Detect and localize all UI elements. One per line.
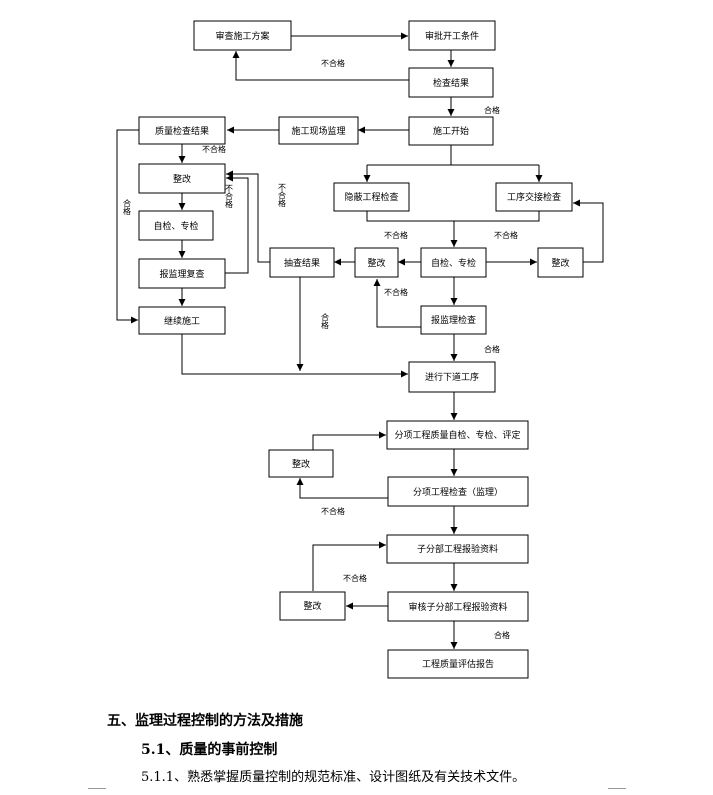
box-report-review-label: 报监理复查	[159, 268, 204, 280]
arrow-subcheck-fail-to-rectify	[296, 478, 388, 499]
label-fail-concealed: 不合格	[384, 230, 408, 240]
label-fail-handover: 不合格	[494, 230, 518, 240]
arrow-rectify-right-to-handover	[573, 199, 604, 263]
label-pass-final: 合格	[494, 630, 510, 640]
box-sub-item-check-label: 分项工程检查（监理）	[413, 486, 503, 498]
box-check-result-top: 检查结果	[408, 67, 494, 98]
label-pass-spot: 合格	[321, 312, 330, 330]
box-quality-check-result-label: 质量检查结果	[155, 125, 209, 137]
label-fail-spot-v: 不合格	[278, 183, 287, 208]
box-report-review: 报监理复查	[138, 258, 226, 289]
label-pass-start: 合格	[484, 105, 500, 115]
box-review-sub-division-report: 审核子分部工程报验资料	[387, 591, 529, 622]
box-handover-check: 工序交接检查	[495, 182, 573, 212]
label-fail-top: 不合格	[321, 58, 345, 68]
box-sub-item-quality-eval-label: 分项工程质量自检、专检、评定	[394, 429, 520, 441]
arrow-check-fail-to-plan	[232, 51, 409, 81]
box-quality-assessment-report: 工程质量评估报告	[387, 649, 529, 679]
arrow-report-fail-to-rectify	[225, 174, 249, 274]
box-rectify-right-label: 整改	[551, 257, 569, 269]
box-report-supervision-check: 报监理检查	[420, 305, 487, 335]
box-site-supervision: 施工现场监理	[278, 116, 359, 145]
box-review-plan: 审查施工方案	[193, 20, 292, 51]
box-check-result-top-label: 检查结果	[433, 77, 469, 89]
box-site-supervision-label: 施工现场监理	[291, 125, 345, 137]
label-fail-sub-item: 不合格	[321, 506, 345, 516]
box-concealed-check-label: 隐蔽工程检查	[344, 191, 398, 203]
box-sub-item-quality-eval: 分项工程质量自检、专检、评定	[386, 420, 529, 450]
box-rectify-bottom-label: 整改	[303, 600, 321, 612]
box-continue-construction: 继续施工	[138, 306, 226, 335]
arrow-rectify-sub-to-subquality	[312, 431, 386, 450]
arrow-quality-pass-to-continue	[116, 129, 139, 324]
box-approve-start-label: 审批开工条件	[425, 30, 479, 42]
line-merge-bottom	[366, 211, 540, 222]
box-rectify-sub-item-label: 整改	[292, 458, 310, 470]
box-handover-check-label: 工序交接检查	[507, 191, 561, 203]
line-start-split	[367, 145, 539, 166]
box-sub-item-check: 分项工程检查（监理）	[387, 476, 529, 507]
box-report-supervision-check-label: 报监理检查	[431, 314, 476, 326]
box-self-check-left-label: 自检、专检	[153, 220, 198, 232]
box-spot-check-result: 抽查结果	[269, 247, 335, 278]
label-fail-quality: 不合格	[202, 144, 226, 154]
box-sub-division-report: 子分部工程报验资料	[386, 534, 529, 564]
box-sub-division-report-label: 子分部工程报验资料	[417, 543, 498, 555]
box-review-plan-label: 审查施工方案	[215, 30, 269, 42]
flow-connectors	[116, 32, 604, 649]
box-rectify-left-label: 整改	[173, 173, 191, 185]
quality-control-flowchart: 审查施工方案 审批开工条件 检查结果 施工现场监理 施工开始 质量检查结果 整改	[116, 20, 604, 679]
arrow-spot-fail-to-rectify-left	[226, 170, 270, 263]
box-rectify-mid: 整改	[354, 247, 399, 278]
label-pass-left-v: 合格	[123, 198, 132, 216]
flow-boxes: 审查施工方案 审批开工条件 检查结果 施工现场监理 施工开始 质量检查结果 整改	[138, 20, 584, 679]
box-rectify-left: 整改	[138, 163, 226, 194]
label-pass-report: 合格	[484, 344, 500, 354]
arrow-report-fail-to-rectify-mid	[373, 279, 421, 328]
box-self-check-mid: 自检、专检	[420, 247, 487, 278]
section-heading-5: 五、监理过程控制的方法及措施	[107, 713, 303, 729]
box-quality-assessment-report-label: 工程质量评估报告	[422, 658, 494, 670]
box-next-process-label: 进行下道工序	[425, 371, 479, 383]
box-self-check-mid-label: 自检、专检	[431, 257, 476, 269]
page-corner-mark-right	[608, 788, 626, 795]
box-rectify-bottom: 整改	[279, 591, 346, 621]
section-heading-5-1: 5.1、质量的事前控制	[141, 742, 278, 758]
box-construction-start-label: 施工开始	[433, 125, 469, 137]
box-quality-check-result: 质量检查结果	[138, 116, 226, 145]
box-review-sub-division-report-label: 审核子分部工程报验资料	[408, 601, 507, 613]
box-next-process: 进行下道工序	[408, 361, 496, 393]
box-continue-construction-label: 继续施工	[164, 315, 200, 327]
label-fail-left-v: 不合格	[225, 184, 234, 209]
page-corner-mark-left	[88, 788, 106, 795]
flow-labels: 不合格 合格 不合格 合格 不合格 不合格 不合格 不合格 不合格 合格 合格 …	[123, 58, 519, 640]
box-spot-check-result-label: 抽查结果	[284, 257, 320, 269]
box-construction-start: 施工开始	[408, 116, 494, 146]
box-approve-start: 审批开工条件	[408, 20, 496, 51]
label-fail-sub-division: 不合格	[343, 573, 367, 583]
arrow-rectify-to-subdivision	[312, 541, 386, 591]
box-rectify-mid-label: 整改	[367, 257, 385, 269]
arrow-continue-to-next	[181, 334, 408, 378]
box-rectify-right: 整改	[537, 247, 584, 278]
box-rectify-sub-item: 整改	[268, 449, 334, 478]
paragraph-5-1-1: 5.1.1、熟悉掌握质量控制的规范标准、设计图纸及有关技术文件。	[141, 770, 526, 785]
box-self-check-left: 自检、专检	[138, 210, 214, 241]
box-concealed-check: 隐蔽工程检查	[333, 182, 410, 212]
label-fail-report: 不合格	[384, 287, 408, 297]
